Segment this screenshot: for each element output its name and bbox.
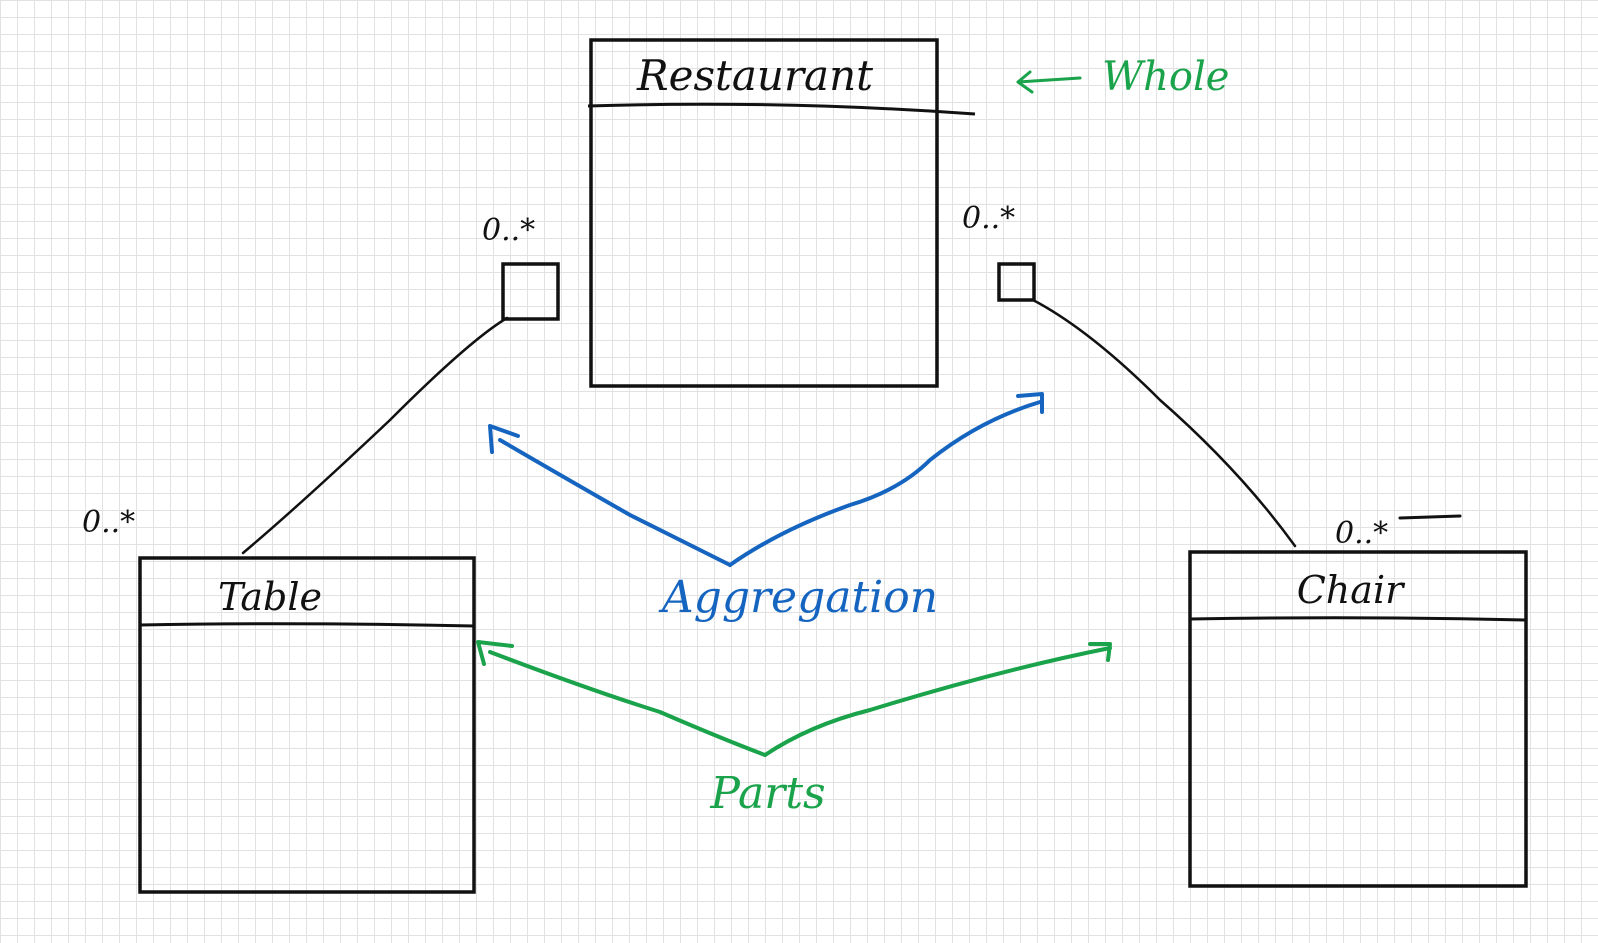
- aggregation-annotation: Aggregation: [488, 392, 1044, 623]
- class-table: Table: [138, 556, 476, 894]
- class-restaurant: Restaurant: [587, 38, 976, 388]
- class-chair: Chair: [1188, 550, 1528, 888]
- parts-label: Parts: [709, 768, 825, 819]
- class-table-box: [138, 556, 476, 894]
- class-table-name: Table: [218, 575, 322, 619]
- parts-arrow-left: [488, 650, 767, 757]
- whole-annotation: Whole: [1016, 54, 1229, 100]
- aggregation-arrow-left: [498, 438, 732, 567]
- aggregation-square-right: [997, 262, 1036, 302]
- association-line-chair: [1031, 298, 1297, 548]
- class-chair-box: [1188, 550, 1528, 888]
- multiplicity-whole-right: 0..*: [962, 201, 1015, 236]
- association-line-table: [241, 316, 509, 555]
- multiplicity-table: 0..*: [82, 505, 135, 540]
- multiplicity-whole-left: 0..*: [482, 213, 535, 248]
- aggregation-arrowhead-right: [1016, 392, 1044, 414]
- class-restaurant-name: Restaurant: [636, 51, 873, 100]
- parts-arrowhead-right: [1088, 642, 1112, 662]
- class-chair-divider: [1189, 616, 1527, 622]
- class-restaurant-box: [589, 38, 939, 388]
- class-restaurant-divider: [587, 102, 976, 116]
- parts-arrow-right: [763, 646, 1112, 757]
- multiplicity-chair: 0..*: [1335, 516, 1388, 551]
- whole-arrow: [1016, 70, 1082, 94]
- aggregation-arrow-right: [728, 400, 1042, 567]
- class-table-divider: [139, 622, 475, 628]
- aggregation-square-left: [501, 262, 560, 321]
- aggregation-arrowhead-left: [488, 424, 520, 454]
- parts-annotation: Parts: [476, 640, 1112, 819]
- parts-arrowhead-left: [476, 640, 514, 666]
- class-chair-name: Chair: [1297, 568, 1406, 612]
- aggregation-label: Aggregation: [658, 572, 938, 623]
- multiplicity-chair-underline: [1398, 514, 1462, 520]
- whole-label: Whole: [1102, 54, 1229, 100]
